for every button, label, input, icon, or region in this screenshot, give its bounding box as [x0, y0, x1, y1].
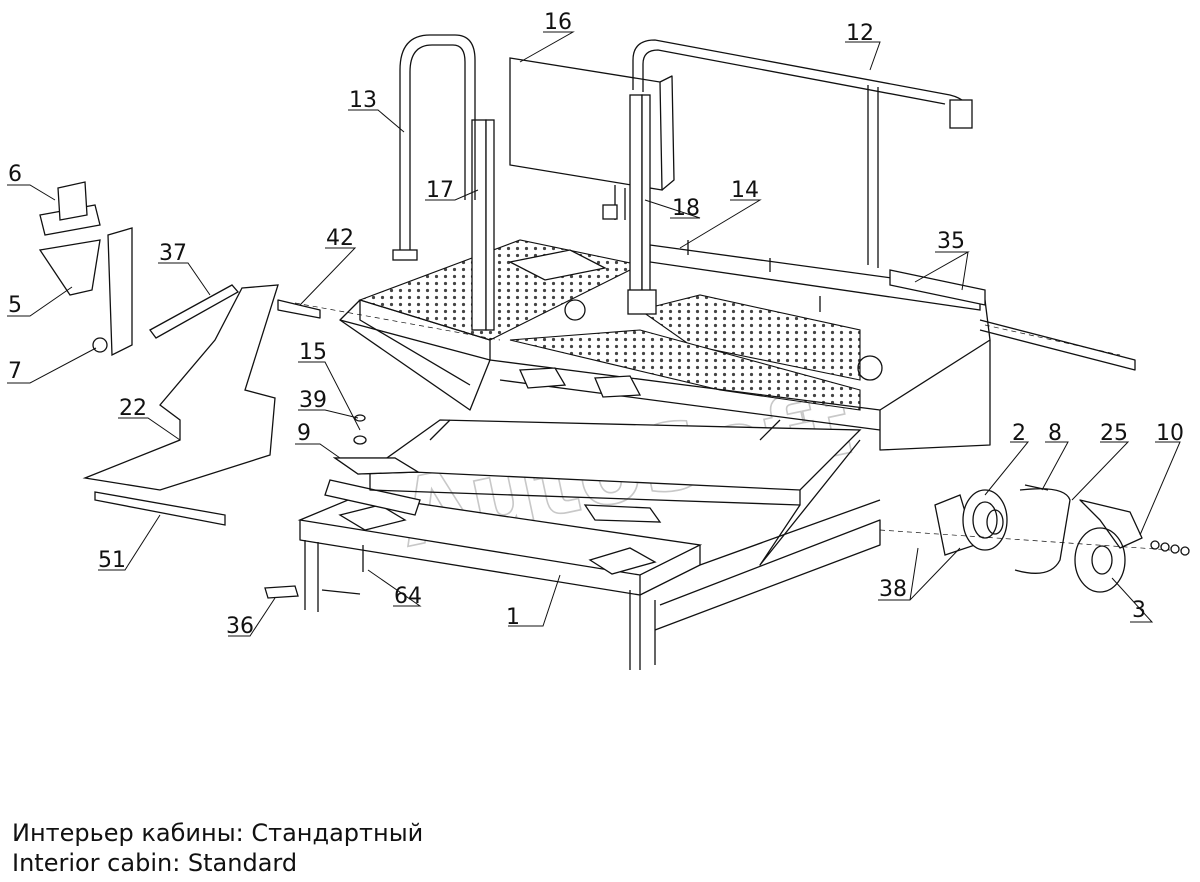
callout-13: 13	[349, 88, 377, 113]
handrail-12	[632, 39, 973, 268]
right-clutch-parts	[879, 484, 1190, 593]
callout-18: 18	[672, 196, 700, 221]
small-parts	[264, 414, 421, 599]
caption-english: Interior cabin: Standard	[12, 849, 298, 877]
callout-2: 2	[1012, 421, 1026, 446]
callout-8: 8	[1048, 421, 1062, 446]
callouts: 1 2 3 5 6 7 8 9 10 12 13 14 15 16 17 18 …	[8, 10, 1184, 639]
callout-14: 14	[731, 178, 759, 203]
callout-6: 6	[8, 162, 22, 187]
callout-36: 36	[226, 614, 254, 639]
callout-1: 1	[506, 605, 520, 630]
callout-42: 42	[326, 226, 354, 251]
callout-7: 7	[8, 359, 22, 384]
callout-3: 3	[1132, 598, 1146, 623]
callout-15: 15	[299, 340, 327, 365]
callout-16: 16	[544, 10, 572, 35]
handrail-13	[392, 34, 476, 261]
base-frame	[297, 479, 881, 670]
callout-38: 38	[879, 577, 907, 602]
callout-5: 5	[8, 293, 22, 318]
callout-37: 37	[159, 241, 187, 266]
callout-17: 17	[426, 178, 454, 203]
leader-lines	[7, 31, 1181, 637]
callout-10: 10	[1156, 421, 1184, 446]
callout-25: 25	[1100, 421, 1128, 446]
callout-12: 12	[846, 21, 874, 46]
callout-9: 9	[297, 421, 311, 446]
cab-platform	[339, 239, 991, 451]
callout-22: 22	[119, 396, 147, 421]
caption-russian: Интерьер кабины: Стандартный	[12, 819, 424, 847]
callout-51: 51	[98, 548, 126, 573]
callout-64: 64	[394, 584, 422, 609]
callout-35: 35	[937, 229, 965, 254]
seat-back-panel	[509, 57, 675, 220]
rear-rails	[649, 240, 1136, 371]
exploded-parts-diagram: AutoSoft	[7, 10, 1190, 670]
callout-39: 39	[299, 388, 327, 413]
left-bracket-parts	[38, 181, 501, 526]
